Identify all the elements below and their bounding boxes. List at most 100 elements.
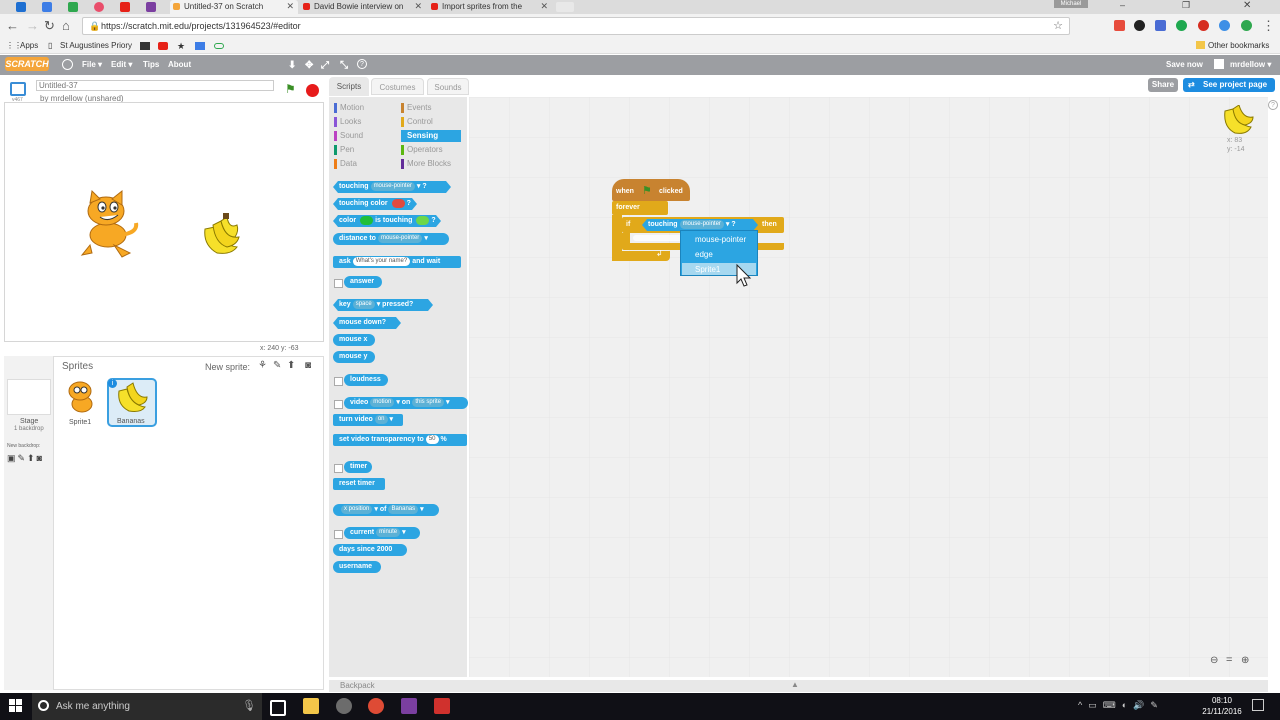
calendar-icon[interactable] <box>1155 20 1166 31</box>
green-flag-icon[interactable]: ⚑ <box>285 82 296 96</box>
category-pen[interactable]: Pen <box>334 144 398 156</box>
bookmark-apps[interactable]: Apps <box>20 41 39 50</box>
duplicate-icon[interactable]: ⬇ <box>288 60 297 71</box>
close-window-icon[interactable]: ✕ <box>1243 0 1252 11</box>
block-mouse-x[interactable]: mouse x <box>333 334 375 346</box>
help-side-icon[interactable]: ? <box>1268 100 1278 110</box>
mail-icon[interactable] <box>42 2 52 12</box>
bookmark-icon-2[interactable] <box>195 42 205 50</box>
category-sound[interactable]: Sound <box>334 130 398 142</box>
pinterest-icon[interactable] <box>1198 20 1209 31</box>
close-tab-icon[interactable]: ✕ <box>414 1 422 11</box>
current-checkbox[interactable] <box>334 530 343 539</box>
block-answer[interactable]: answer <box>344 276 382 288</box>
info-icon[interactable]: i <box>108 379 117 388</box>
menu-about[interactable]: About <box>168 60 192 69</box>
chevron-up-icon[interactable]: ▲ <box>791 680 799 689</box>
block-timer[interactable]: timer <box>344 461 372 473</box>
outlook-icon[interactable] <box>16 2 26 12</box>
shrink-icon[interactable]: ⤡ <box>340 60 348 71</box>
star-bookmark-icon[interactable]: ★ <box>177 41 186 51</box>
block-reset-timer[interactable]: reset timer <box>333 478 385 490</box>
block-color-is-touching[interactable]: color is touching ? <box>333 215 441 227</box>
category-data[interactable]: Data <box>334 158 398 170</box>
zoom-in-icon[interactable]: ⊕ <box>1241 655 1250 666</box>
windows-start-icon[interactable] <box>9 699 23 713</box>
home-icon[interactable]: ⌂ <box>62 18 70 33</box>
forever-block[interactable]: forever <box>612 201 668 215</box>
new-tab-button[interactable] <box>556 2 574 12</box>
chrome-taskbar-icon[interactable] <box>368 698 384 714</box>
block-mouse-y[interactable]: mouse y <box>333 351 375 363</box>
clock-date[interactable]: 21/11/2016 <box>1202 707 1242 716</box>
category-sensing[interactable]: Sensing <box>401 130 461 142</box>
url-bar[interactable]: 🔒 https://scratch.mit.edu/projects/13196… <box>82 17 1070 35</box>
youtube-tab-icon[interactable] <box>120 2 130 12</box>
bookmark-icon-1[interactable] <box>140 42 150 50</box>
back-icon[interactable]: ← <box>6 18 19 33</box>
new-backdrop-icons[interactable]: ▣✎⬆◙ <box>7 453 45 463</box>
sprite-thumb-sprite1[interactable]: Sprite1 <box>58 378 104 426</box>
star-icon[interactable]: ☆ <box>1053 20 1063 32</box>
category-control[interactable]: Control <box>401 116 461 128</box>
extension-new-icon[interactable] <box>1241 20 1252 31</box>
globe-icon[interactable] <box>62 59 73 70</box>
category-looks[interactable]: Looks <box>334 116 398 128</box>
youtube-bookmark-icon[interactable] <box>158 42 168 50</box>
fullscreen-icon[interactable] <box>10 82 26 96</box>
grow-icon[interactable]: ⤢ <box>321 60 329 71</box>
category-more-blocks[interactable]: More Blocks <box>401 158 461 170</box>
task-view-icon[interactable] <box>270 700 286 716</box>
answer-checkbox[interactable] <box>334 279 343 288</box>
sprite-thumb-bananas[interactable]: i Bananas <box>107 378 157 427</box>
system-tray-icons[interactable]: ^▭⌨◐🔊✎ <box>1078 700 1164 710</box>
restore-icon[interactable]: ❐ <box>1182 0 1191 10</box>
tab-scratch[interactable]: Untitled-37 on Scratch ✕ <box>170 0 298 14</box>
when-flag-clicked-block[interactable]: when ⚑ clicked <box>612 179 690 201</box>
zoom-out-icon[interactable]: ⊖ <box>1210 655 1219 666</box>
drive-icon[interactable] <box>68 2 78 12</box>
camera-sprite-icon[interactable]: ◙ <box>305 360 312 371</box>
category-events[interactable]: Events <box>401 102 461 114</box>
reload-icon[interactable]: ↻ <box>44 18 55 33</box>
zoom-reset-icon[interactable]: = <box>1226 654 1233 666</box>
bookmark-icon-3[interactable] <box>214 43 224 49</box>
microphone-icon[interactable]: 🎙 <box>242 700 256 712</box>
save-now-link[interactable]: Save now <box>1166 60 1203 69</box>
paint-sprite-icon[interactable]: ✎ <box>273 360 282 371</box>
category-operators[interactable]: Operators <box>401 144 461 156</box>
stage[interactable] <box>4 102 324 342</box>
pinterest-tab-icon[interactable] <box>94 2 104 12</box>
backpack-bar[interactable]: Backpack ▲ <box>329 680 1268 692</box>
dropdown-option-edge[interactable]: edge <box>695 250 713 259</box>
video-checkbox[interactable] <box>334 400 343 409</box>
choose-sprite-icon[interactable]: ⚘ <box>258 360 267 371</box>
project-title-input[interactable] <box>36 80 274 91</box>
close-tab-icon[interactable]: ✕ <box>540 1 548 11</box>
taskbar-app-icon[interactable] <box>336 698 352 714</box>
category-motion[interactable]: Motion <box>334 102 398 114</box>
dropdown-option-mouse-pointer[interactable]: mouse-pointer <box>695 235 747 244</box>
scratch-logo[interactable]: SCRATCH <box>5 57 49 71</box>
menu-tips[interactable]: Tips <box>143 60 160 69</box>
extension-green-icon[interactable] <box>1176 20 1187 31</box>
minimize-icon[interactable]: – <box>1120 0 1126 10</box>
script-area[interactable]: x: 83 y: -14 <box>469 97 1268 677</box>
extension-blue-icon[interactable] <box>1219 20 1230 31</box>
dropdown-option-sprite1[interactable]: Sprite1 <box>695 265 721 274</box>
action-center-icon[interactable] <box>1252 699 1264 711</box>
menu-edit[interactable]: Edit ▾ <box>111 60 133 69</box>
menu-file[interactable]: File ▾ <box>82 60 103 69</box>
onenote-tab-icon[interactable] <box>146 2 156 12</box>
block-username[interactable]: username <box>333 561 381 573</box>
timer-checkbox[interactable] <box>334 464 343 473</box>
